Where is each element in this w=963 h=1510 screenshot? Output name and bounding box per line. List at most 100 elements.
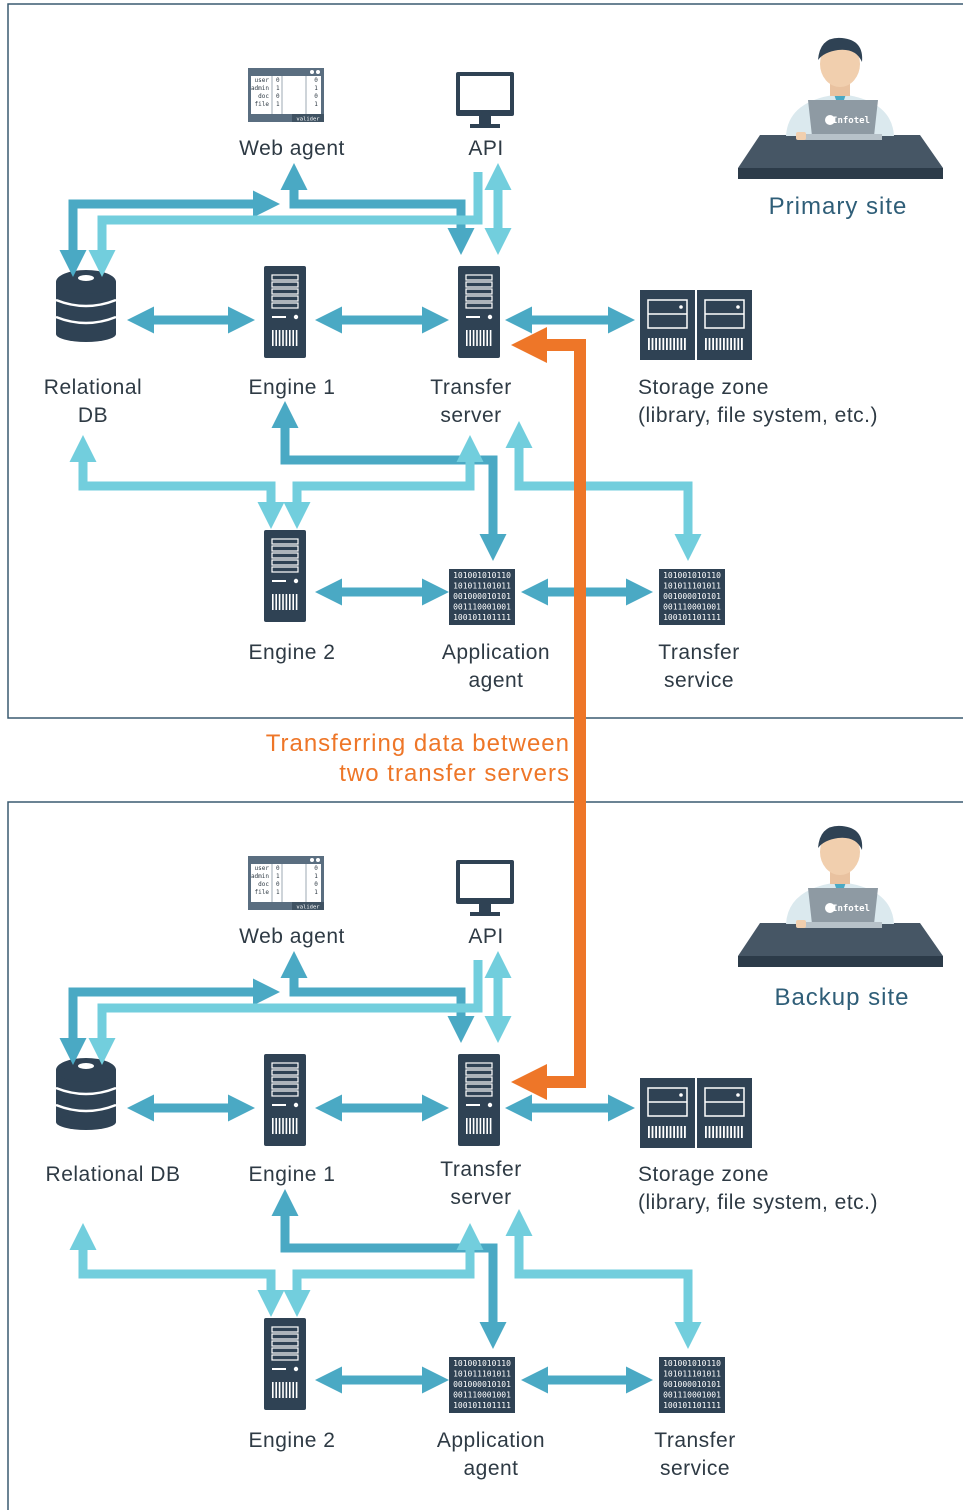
binary-line: 001110001001 — [663, 603, 721, 612]
transfer-server-icon — [458, 1054, 500, 1146]
binary-line: 101001010110 — [663, 1359, 721, 1368]
web-agent-cell: 1 — [276, 101, 280, 108]
transfer-server-icon — [458, 266, 500, 358]
web-agent-cell: user — [255, 865, 270, 872]
storage-zone-label: Storage zone (library, file system, etc.… — [638, 376, 878, 427]
api-db-arrow — [88, 172, 483, 277]
binary-line: 001110001001 — [453, 603, 511, 612]
web-agent-cell: doc — [258, 881, 269, 888]
transfer-service-arrow — [505, 421, 702, 561]
web-agent-cell: user — [255, 77, 270, 84]
backup-site-frame — [7, 801, 963, 1510]
binary-line: 001000010101 — [453, 1380, 511, 1389]
webagent-transfer-arrow — [280, 951, 475, 1043]
web-agent-cell: 1 — [314, 85, 318, 92]
primary-site-frame — [7, 3, 963, 719]
relational-db-icon — [55, 270, 117, 342]
binary-line: 101001010110 — [663, 571, 721, 580]
web-agent-cell: 0 — [276, 865, 280, 872]
transfer-server-label: Transfer server — [430, 376, 512, 427]
binary-line: 101011101011 — [663, 1370, 721, 1379]
inter-site-transfer-arrow — [511, 327, 586, 760]
laptop-brand: Infotel — [832, 904, 870, 914]
binary-line: 001000010101 — [663, 592, 721, 601]
binary-line: 100101101111 — [453, 1401, 511, 1410]
engine-2-label: Engine 2 — [248, 641, 336, 664]
web-agent-cell: admin — [251, 873, 269, 880]
engine-1-server-icon — [264, 266, 306, 358]
engine-2-server-icon — [264, 1318, 306, 1410]
application-agent-icon: 1010010101101010111010110010000101010011… — [449, 1357, 515, 1413]
relational-db-label: Relational DB — [45, 1163, 181, 1186]
storage-zone-icon — [640, 290, 752, 360]
backup-site-label: Backup site — [774, 984, 910, 1011]
inter-site-transfer-arrow-lower — [511, 760, 586, 1100]
webagent-transfer-arrow — [280, 163, 475, 255]
binary-line: 101001010110 — [453, 1359, 511, 1368]
web-agent-cell: 0 — [276, 93, 280, 100]
web-agent-button: valider — [296, 905, 320, 911]
application-agent-label: Application agent — [436, 1429, 546, 1480]
api-db-arrow — [88, 960, 483, 1065]
engine1-appagent-arrow — [271, 1189, 507, 1349]
web-agent-cell: file — [255, 101, 270, 108]
db-webagent-arrow — [59, 190, 280, 277]
web-agent-cell: 1 — [314, 101, 318, 108]
web-agent-cell: 0 — [276, 881, 280, 888]
application-agent-label: Application agent — [441, 641, 551, 692]
api-monitor-icon — [456, 860, 514, 916]
web-agent-cell: 1 — [314, 889, 318, 896]
binary-line: 001000010101 — [663, 1380, 721, 1389]
engine-1-label: Engine 1 — [248, 376, 336, 399]
binary-line: 101011101011 — [663, 582, 721, 591]
binary-line: 100101101111 — [663, 1401, 721, 1410]
web-agent-cell: 0 — [314, 865, 318, 872]
web-agent-cell: 1 — [314, 873, 318, 880]
engine-2-label: Engine 2 — [248, 1429, 336, 1452]
db-webagent-arrow — [59, 978, 280, 1065]
user-at-desk-icon: Infotel — [738, 825, 943, 967]
api-monitor-icon — [456, 72, 514, 128]
web-agent-cell: 1 — [276, 889, 280, 896]
binary-line: 001110001001 — [663, 1391, 721, 1400]
api-label: API — [468, 137, 504, 160]
transfer-service-label: Transfer service — [658, 641, 740, 692]
transfer-server-label: Transfer server — [440, 1158, 522, 1209]
transfer-engine2-arrow — [283, 1223, 484, 1317]
laptop-brand: Infotel — [832, 116, 870, 126]
transfer-service-arrow — [505, 1209, 702, 1349]
web-agent-cell: 0 — [314, 77, 318, 84]
db-engine2-arrow — [69, 1223, 285, 1317]
storage-zone-label: Storage zone (library, file system, etc.… — [638, 1163, 878, 1214]
relational-db-icon — [55, 1058, 117, 1130]
engine-1-label: Engine 1 — [248, 1163, 336, 1186]
engine1-appagent-arrow — [271, 401, 507, 561]
binary-line: 001000010101 — [453, 592, 511, 601]
web-agent-label: Web agent — [239, 137, 345, 160]
primary-site-label: Primary site — [768, 193, 908, 220]
engine-1-server-icon — [264, 1054, 306, 1146]
transfer-engine2-arrow — [283, 435, 484, 529]
transfer-service-label: Transfer service — [654, 1429, 736, 1480]
engine-2-server-icon — [264, 530, 306, 622]
web-agent-cell: file — [255, 889, 270, 896]
web-agent-cell: doc — [258, 93, 269, 100]
relational-db-label: Relational DB — [43, 376, 143, 427]
db-engine2-arrow — [69, 435, 285, 529]
binary-line: 100101101111 — [453, 613, 511, 622]
user-at-desk-icon: Infotel — [738, 37, 943, 179]
web-agent-button: valider — [296, 117, 320, 123]
binary-line: 001110001001 — [453, 1391, 511, 1400]
web-agent-cell: 1 — [276, 873, 280, 880]
binary-line: 101001010110 — [453, 571, 511, 580]
web-agent-cell: 1 — [276, 85, 280, 92]
binary-line: 100101101111 — [663, 613, 721, 622]
application-agent-icon: 1010010101101010111010110010000101010011… — [449, 569, 515, 625]
